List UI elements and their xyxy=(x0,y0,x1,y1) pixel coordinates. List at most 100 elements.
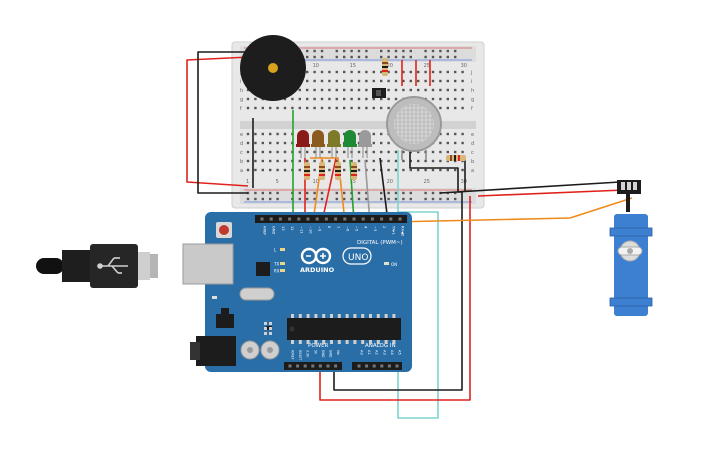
piezo-buzzer[interactable] xyxy=(240,35,306,101)
analog-pin-label: A0 xyxy=(360,350,364,355)
header-pin-label: ~3 xyxy=(373,226,377,231)
resistor-led xyxy=(351,162,357,180)
arduino-infinity-icon xyxy=(300,247,332,265)
bb-col-number: 10 xyxy=(313,63,319,69)
resistor-top xyxy=(382,58,388,76)
analog-header xyxy=(352,362,402,370)
bb-row-letter: g xyxy=(471,97,474,103)
crystal-oscillator xyxy=(239,287,275,301)
bb-col-number: 15 xyxy=(350,179,356,185)
header-pin-label: 12 xyxy=(290,226,294,231)
power-pin-label: Vin xyxy=(336,350,340,355)
wire-red-servo xyxy=(477,189,625,197)
resistor-led xyxy=(319,162,325,180)
wire-black-gnd xyxy=(379,157,389,223)
analog-pin-label: A1 xyxy=(367,350,371,355)
bb-row-letter: b xyxy=(240,159,243,165)
digital-label: DIGITAL (PWM~) xyxy=(357,240,403,246)
status-led-label: L xyxy=(274,248,277,253)
wire-orange-servo xyxy=(391,197,633,223)
status-led-label: RX xyxy=(274,269,280,274)
resistor-right xyxy=(446,155,466,161)
analog-pin-label: A3 xyxy=(382,350,386,355)
bb-row-letter: d xyxy=(240,141,243,147)
header-pin-label: 8 xyxy=(327,226,331,229)
bb-row-letter: b xyxy=(471,159,474,165)
header-pin-label: ~6 xyxy=(345,226,349,232)
bb-col-number: 20 xyxy=(387,179,393,185)
bb-row-letter: d xyxy=(471,141,474,147)
bb-row-letter: h xyxy=(240,88,243,94)
wire-red-buzzer xyxy=(186,56,251,187)
bb-col-number: 5 xyxy=(276,179,279,185)
header-pin-label: 2 xyxy=(382,226,386,228)
bb-col-number: 30 xyxy=(461,179,467,185)
usb-port xyxy=(182,243,234,285)
analog-pin-label: A2 xyxy=(375,350,379,355)
power-pin-label: GND xyxy=(329,350,333,358)
bb-col-number: 15 xyxy=(350,63,356,69)
resistor-led xyxy=(304,162,310,180)
power-pin-label: 5V xyxy=(313,350,317,355)
led[interactable] xyxy=(311,130,325,158)
bb-row-letter: h xyxy=(471,88,474,94)
header-pin-label: ~11 xyxy=(299,226,303,234)
led[interactable] xyxy=(327,130,341,158)
servo-horn-icon xyxy=(617,246,643,256)
digital-header xyxy=(255,215,407,223)
usb-cable xyxy=(36,244,158,288)
power-pin-label: 3.3V xyxy=(306,350,310,358)
gas-sensor[interactable] xyxy=(386,96,442,160)
led[interactable] xyxy=(358,130,372,158)
led[interactable] xyxy=(343,130,357,158)
bb-row-letter: a xyxy=(471,168,474,174)
bb-row-letter: f xyxy=(471,106,473,112)
buzzer-hole-icon xyxy=(268,63,278,73)
status-led xyxy=(280,248,285,251)
wire-orange-led-long xyxy=(310,157,346,223)
on-label: ON xyxy=(391,262,397,267)
wire-gray-pin5 xyxy=(364,159,371,223)
header-pin-label: 13 xyxy=(281,226,285,231)
usb-chip xyxy=(256,262,270,276)
usb-icon xyxy=(97,257,128,274)
power-pin-label: RESET xyxy=(298,350,302,360)
bb-col-number: 25 xyxy=(424,63,430,69)
wire-red-pin9 xyxy=(321,157,337,223)
center-channel xyxy=(240,121,476,129)
bb-row-letter: i xyxy=(240,79,241,85)
header-pin-label: ~5 xyxy=(355,226,359,231)
analog-pin-label: A5 xyxy=(398,350,402,355)
status-led xyxy=(280,262,285,265)
uno-text: UNO xyxy=(348,253,368,263)
status-led xyxy=(280,269,285,272)
micro-servo[interactable] xyxy=(609,180,653,316)
atmega-chip xyxy=(287,318,401,340)
slide-switch[interactable] xyxy=(372,88,386,98)
wire-green-pin6 xyxy=(349,159,355,223)
header-pin-label: 4 xyxy=(364,226,368,229)
bb-row-letter: c xyxy=(240,150,243,156)
led[interactable] xyxy=(296,130,310,158)
bb-col-number: 30 xyxy=(461,63,467,69)
bb-row-letter: g xyxy=(240,97,243,103)
bb-col-number: 25 xyxy=(424,179,430,185)
bb-col-number: 10 xyxy=(313,179,319,185)
wire-black-buzzer xyxy=(197,51,260,194)
status-led-label: TX xyxy=(273,262,279,267)
bb-row-letter: e xyxy=(240,132,243,138)
bb-row-letter: f xyxy=(240,106,242,112)
power-jack xyxy=(196,336,236,366)
header-pin-label: RX◀0 xyxy=(401,226,405,237)
power-pin-label: IOREF xyxy=(291,350,295,360)
header-pin-label: 7 xyxy=(336,226,340,228)
power-pin-label: GND xyxy=(321,350,325,358)
header-pin-label: AREF xyxy=(263,226,267,235)
bb-col-number: 20 xyxy=(387,63,393,69)
header-pin-label: ~9 xyxy=(318,226,322,232)
bb-row-letter: e xyxy=(471,132,474,138)
header-pin-label: ~10 xyxy=(309,226,313,234)
header-pin-label: GND xyxy=(272,226,276,234)
analog-pin-label: A4 xyxy=(390,350,394,355)
